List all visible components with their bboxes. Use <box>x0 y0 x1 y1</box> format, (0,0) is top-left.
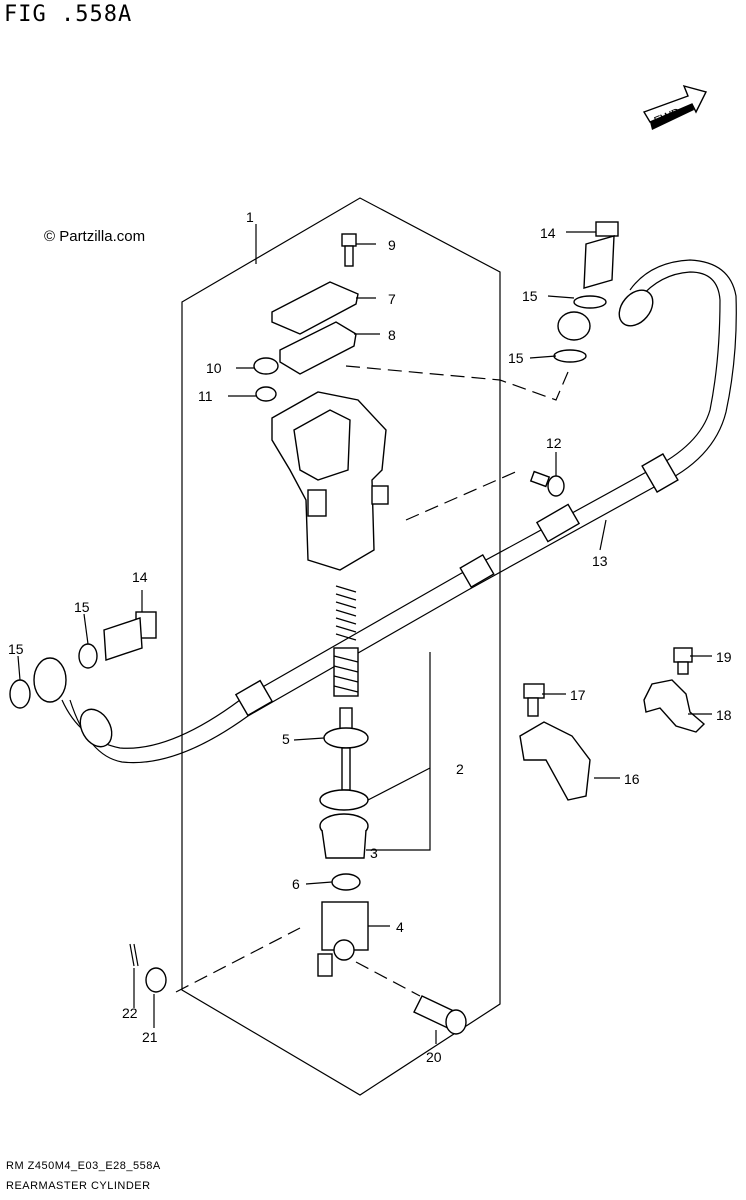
part-6-nut <box>331 873 361 891</box>
part-3-boot <box>319 813 369 859</box>
part-22-cotter <box>129 943 139 967</box>
part-12-bolt <box>529 470 565 497</box>
callout-15-upper-a: 15 <box>522 288 538 304</box>
callout-15-lower-b: 15 <box>8 641 24 657</box>
callout-19: 19 <box>716 649 732 665</box>
part-5-pushrod <box>323 707 369 791</box>
callout-12: 12 <box>546 435 562 451</box>
reference-dash-lower <box>175 927 301 993</box>
part-19-bolt <box>673 647 693 675</box>
callout-14-upper: 14 <box>540 225 556 241</box>
callout-18: 18 <box>716 707 732 723</box>
callout-20: 20 <box>426 1049 442 1065</box>
reference-dash-upper <box>345 365 569 401</box>
part-18-clamp <box>643 679 706 733</box>
callout-7: 7 <box>388 291 396 307</box>
callouts: 1 2 3 4 5 6 7 8 9 10 11 12 13 14 15 15 1… <box>8 209 732 1065</box>
part-2-circlip <box>319 789 369 811</box>
assembly-frame <box>181 197 501 1096</box>
spring <box>333 585 359 697</box>
callout-11: 11 <box>198 388 213 404</box>
part-7-cap <box>271 281 359 335</box>
callout-13: 13 <box>592 553 608 569</box>
callout-4: 4 <box>396 919 404 935</box>
master-cylinder-body <box>271 391 389 571</box>
figure-title: FIG .558A <box>4 2 133 27</box>
callout-3: 3 <box>370 845 378 861</box>
part-10-cap <box>253 357 279 375</box>
part-16-clamp <box>519 721 591 801</box>
callout-6: 6 <box>292 876 300 892</box>
part-11-ring <box>255 386 277 402</box>
part-9-bolt <box>341 233 357 267</box>
watermark: © Partzilla.com <box>44 228 146 245</box>
footer-code: RM Z450M4_E03_E28_558A <box>6 1160 161 1172</box>
callout-21: 21 <box>142 1029 158 1045</box>
reference-dash-bolt <box>405 469 521 521</box>
part-21-washer <box>145 967 167 993</box>
hose-13 <box>61 259 737 764</box>
leader-lines <box>17 224 712 1044</box>
callout-9: 9 <box>388 237 396 253</box>
lower-banjo-assembly <box>9 611 157 709</box>
upper-banjo-assembly <box>553 221 619 363</box>
callout-5: 5 <box>282 731 290 747</box>
callout-14-lower: 14 <box>132 569 148 585</box>
part-20-pin <box>413 995 467 1035</box>
callout-1: 1 <box>246 209 254 225</box>
callout-10: 10 <box>206 360 222 376</box>
reference-dash-pin <box>355 961 421 997</box>
part-4-clevis <box>317 901 369 977</box>
callout-15-lower-a: 15 <box>74 599 90 615</box>
part-8-diaphragm <box>279 321 357 375</box>
callout-8: 8 <box>388 327 396 343</box>
callout-17: 17 <box>570 687 586 703</box>
callout-22: 22 <box>122 1005 138 1021</box>
callout-16: 16 <box>624 771 640 787</box>
callout-2: 2 <box>456 761 464 777</box>
callout-15-upper-b: 15 <box>508 350 524 366</box>
footer-name: REARMASTER CYLINDER <box>6 1180 151 1192</box>
part-17-bolt <box>523 683 545 717</box>
fwd-arrow: FWD <box>642 84 708 130</box>
